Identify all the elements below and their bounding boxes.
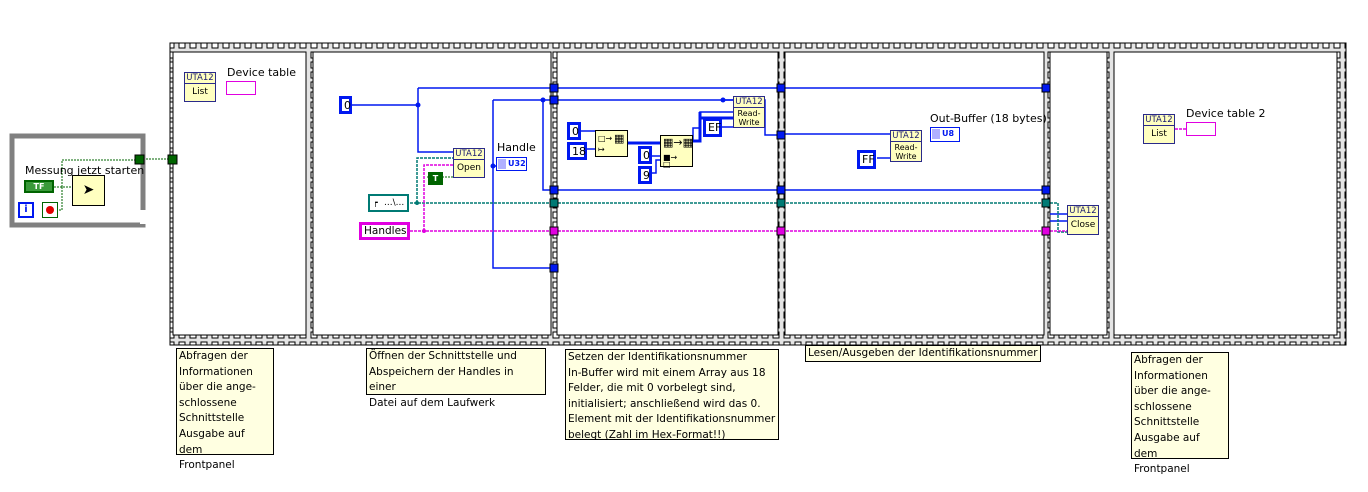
sequence-tunnels [549, 83, 1051, 273]
subvi-close[interactable]: UTA12 Close [1067, 205, 1099, 235]
boolean-control[interactable]: TF [24, 180, 54, 193]
numeric-constant[interactable]: 9 [638, 166, 652, 184]
path-wires [410, 157, 1067, 233]
numeric-constant[interactable]: 0 [567, 122, 581, 140]
device-table-2-indicator[interactable] [1186, 122, 1216, 136]
indicator-label: Device table [227, 66, 296, 79]
path-icon: ┍ [373, 198, 378, 207]
subvi-read-write[interactable]: UTA12 Read- Write [733, 96, 765, 128]
while-loop[interactable] [9, 133, 146, 228]
path-constant[interactable]: ┍...\... [368, 194, 409, 212]
hex-constant[interactable]: EF [703, 118, 722, 137]
comment-frame-4: Lesen/Ausgeben der Identifikationsnummer [805, 345, 1041, 362]
indicator-label: Device table 2 [1186, 107, 1266, 120]
numeric-constant[interactable]: 0 [638, 146, 652, 164]
tunnel-boolean-seq [167, 154, 178, 165]
comment-frame-2: Öffnen der Schnittstelle und Abspeichern… [366, 348, 546, 409]
flat-sequence-structure[interactable] [169, 42, 1347, 346]
indicator-label: Out-Buffer (18 bytes) [930, 112, 1047, 125]
event-structure-icon: ➤ [72, 175, 105, 206]
replace-array-subset-icon[interactable]: ▦→▦■→□ [660, 135, 693, 169]
subvi-read-write[interactable]: UTA12 Read- Write [890, 130, 922, 162]
comment-frame-3: Setzen der Identifikationsnummer In-Buff… [565, 349, 779, 441]
initialize-array-icon[interactable]: □→▦↦ [595, 130, 628, 157]
subvi-list[interactable]: UTA12 List [184, 72, 216, 102]
handle-indicator[interactable]: U32 [496, 157, 527, 171]
hex-constant[interactable]: FF [857, 150, 876, 169]
stop-icon [46, 206, 54, 214]
comment-frame-1: Abfragen der Informationen über die ange… [176, 348, 274, 471]
numeric-constant[interactable]: 0 [339, 96, 352, 114]
boolean-wires [54, 158, 453, 211]
boolean-constant[interactable]: T [428, 172, 443, 185]
numeric-constant[interactable]: 18 [567, 142, 587, 160]
control-label: Messung jetzt starten [25, 164, 145, 177]
out-buffer-indicator[interactable]: U8 [930, 127, 960, 142]
subvi-open[interactable]: UTA12 Open [453, 148, 485, 178]
tunnel-boolean [134, 154, 145, 165]
handles-string-constant[interactable]: Handles [359, 222, 410, 240]
device-table-indicator[interactable] [226, 81, 256, 95]
indicator-label: Handle [497, 141, 536, 154]
iteration-terminal: i [18, 202, 34, 218]
stop-button[interactable] [42, 202, 58, 218]
comment-frame-6: Abfragen der Informationen über die ange… [1131, 352, 1229, 475]
subvi-list[interactable]: UTA12 List [1143, 114, 1175, 144]
